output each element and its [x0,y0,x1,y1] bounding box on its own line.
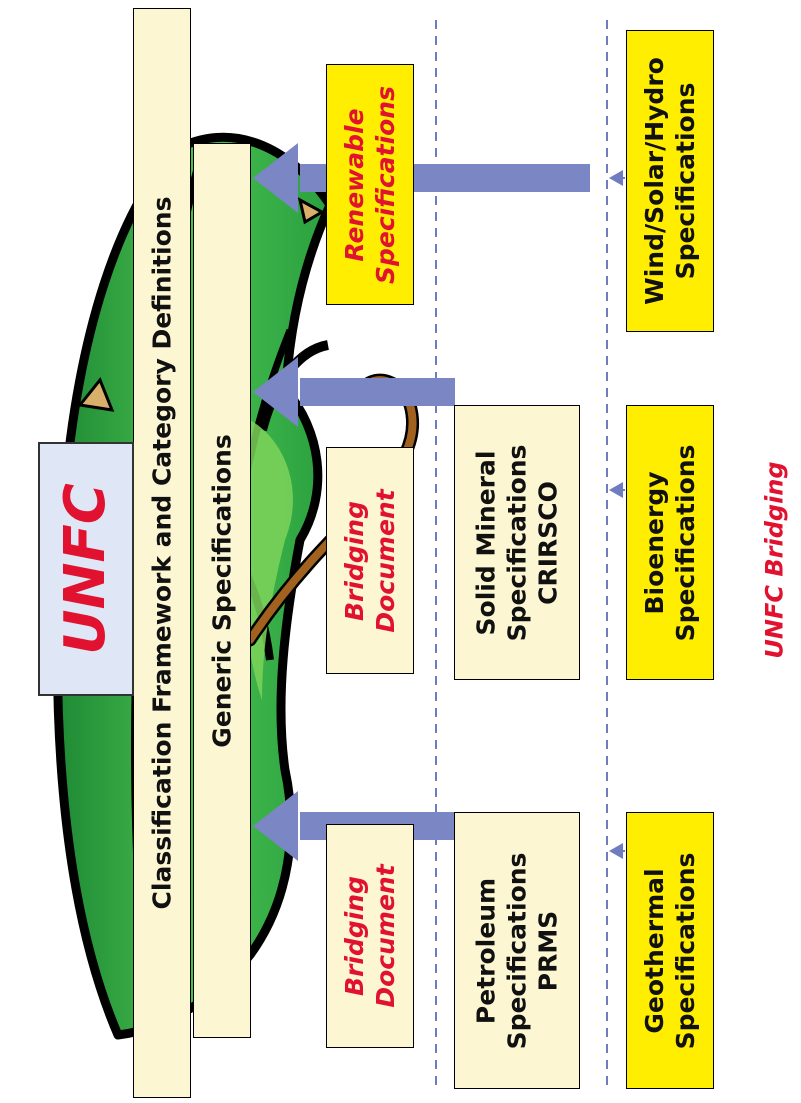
framework-bar-label: Classification Framework and Category De… [147,196,177,910]
bridging-doc-line1: Bridging [340,876,369,997]
bridging-doc-line2: Document [371,488,400,633]
wind-solar-hydro-specifications-box: Wind/Solar/Hydro Specifications [626,30,714,332]
solid-mineral-line1: Solid Mineral [471,450,501,635]
unfc-label: UNFC [53,483,118,655]
bioenergy-line2: Specifications [671,444,700,641]
renewable-spec-line1: Renewable [340,107,369,262]
small-arrow-wind-solar-hydro [609,170,625,186]
bioenergy-specifications-box: Bioenergy Specifications [626,405,714,680]
unfc-box: UNFC [38,442,134,696]
solid-mineral-line3: CRIRSCO [533,480,563,605]
geothermal-specifications-box: Geothermal Specifications [626,812,714,1089]
bridging-doc-line1: Bridging [340,500,369,621]
petroleum-specifications-box: Petroleum Specifications PRMS [454,812,580,1089]
small-arrow-bioenergy [609,482,625,498]
wind-solar-hydro-line2: Specifications [671,82,700,280]
petroleum-line2: Specifications [502,852,532,1049]
solid-mineral-specifications-box: Solid Mineral Specifications CRIRSCO [454,405,580,680]
generic-specifications-bar: Generic Specifications [193,143,251,1038]
solid-mineral-line2: Specifications [502,444,532,641]
bridging-doc-line2: Document [371,864,400,1008]
small-arrow-geothermal [609,843,625,859]
unfc-bridging-caption: UNFC Bridging [760,461,789,659]
framework-bar: Classification Framework and Category De… [133,8,191,1098]
arrow-solid-mineral [253,357,455,427]
geothermal-line2: Specifications [671,852,700,1049]
renewable-spec-line2: Specifications [371,85,400,284]
geothermal-line1: Geothermal [640,867,669,1034]
petroleum-line3: PRMS [533,910,563,991]
renewable-specifications-box: Renewable Specifications [326,64,414,305]
generic-specifications-label: Generic Specifications [207,433,237,748]
bridging-document-petroleum: Bridging Document [326,824,414,1048]
wind-solar-hydro-line1: Wind/Solar/Hydro [640,57,669,305]
petroleum-line1: Petroleum [471,877,501,1024]
caption-area: UNFC Bridging [755,420,795,700]
bioenergy-line1: Bioenergy [640,470,669,615]
bridging-document-solid-mineral: Bridging Document [326,447,414,674]
